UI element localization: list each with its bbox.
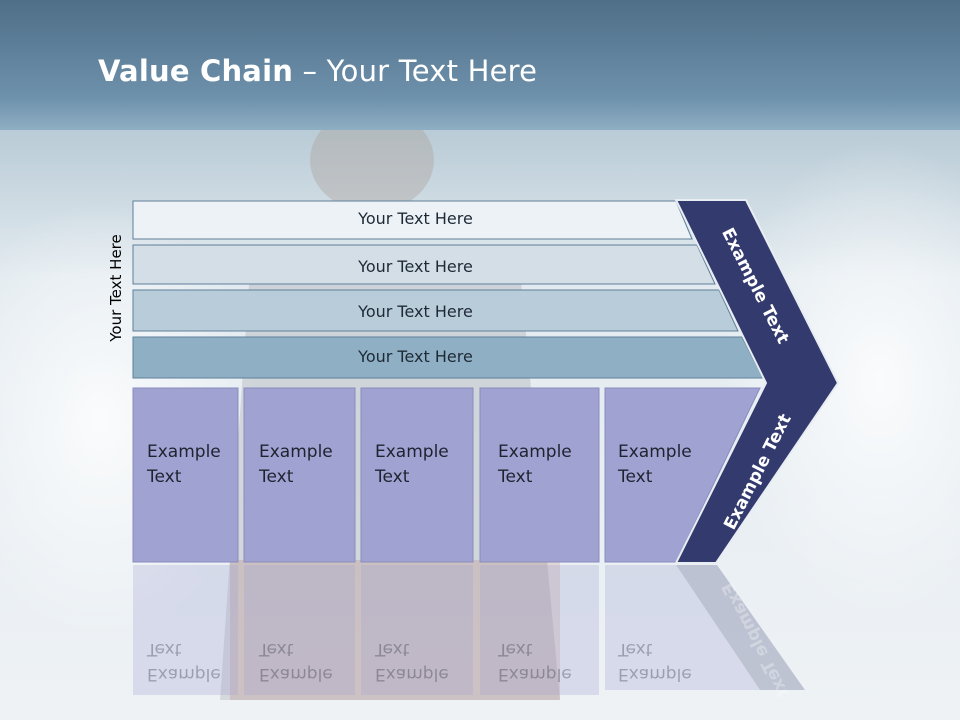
- cell-reflection-1: Example Text: [147, 636, 221, 686]
- cell-1-line2: Text: [147, 467, 182, 487]
- cell-shape-1: [132, 387, 239, 563]
- row-label-2: Your Text Here: [358, 257, 473, 276]
- row-shape-2: [132, 244, 716, 285]
- slide-title-rest: – Your Text Here: [293, 54, 538, 88]
- cell-4-line1: Example: [498, 442, 572, 462]
- cell-1-line1: Example: [147, 442, 221, 462]
- person-head: [310, 108, 434, 212]
- row-shape-1: [132, 200, 693, 240]
- slide-title-bold: Value Chain: [98, 54, 294, 88]
- row-label-3: Your Text Here: [358, 302, 473, 321]
- cells-reflection: [133, 565, 805, 695]
- row-label-1: Your Text Here: [358, 209, 473, 228]
- cell-reflection-4-line1: Example: [498, 664, 572, 684]
- cell-3-line1: Example: [375, 442, 449, 462]
- row-label-4: Your Text Here: [358, 347, 473, 366]
- slide-title: Value Chain – Your Text Here: [98, 54, 537, 88]
- cell-5-line1: Example: [618, 442, 692, 462]
- cell-reflection-4-line2: Text: [498, 639, 533, 659]
- chevron-shape: [674, 199, 840, 564]
- cell-reflection-3-line1: Example: [375, 664, 449, 684]
- cell-reflection-1-line2: Text: [147, 639, 182, 659]
- cell-reflection-5: Example Text: [618, 636, 692, 686]
- cell-reflection-1-line1: Example: [147, 664, 221, 684]
- cell-reflection-2-line1: Example: [259, 664, 333, 684]
- cell-5-line2: Text: [618, 467, 653, 487]
- cell-reflection-2: Example Text: [259, 636, 333, 686]
- cell-2-line1: Example: [259, 442, 333, 462]
- cell-reflection-4: Example Text: [498, 636, 572, 686]
- cell-3-line2: Text: [375, 467, 410, 487]
- cell-reflection-5-line2: Text: [618, 639, 653, 659]
- cell-reflection-5-line1: Example: [618, 664, 692, 684]
- cell-4-line2: Text: [498, 467, 533, 487]
- cell-reflection-2-line2: Text: [259, 639, 294, 659]
- side-label-text: Your Text Here: [107, 234, 125, 342]
- cell-shape-4: [479, 387, 600, 563]
- cell-reflection-3: Example Text: [375, 636, 449, 686]
- cell-2-line2: Text: [259, 467, 294, 487]
- cell-reflection-3-line2: Text: [375, 639, 410, 659]
- row-shape-3: [132, 289, 739, 332]
- cell-shape-2: [243, 387, 356, 563]
- tool-belt: [230, 560, 560, 700]
- cell-shape-3: [360, 387, 474, 563]
